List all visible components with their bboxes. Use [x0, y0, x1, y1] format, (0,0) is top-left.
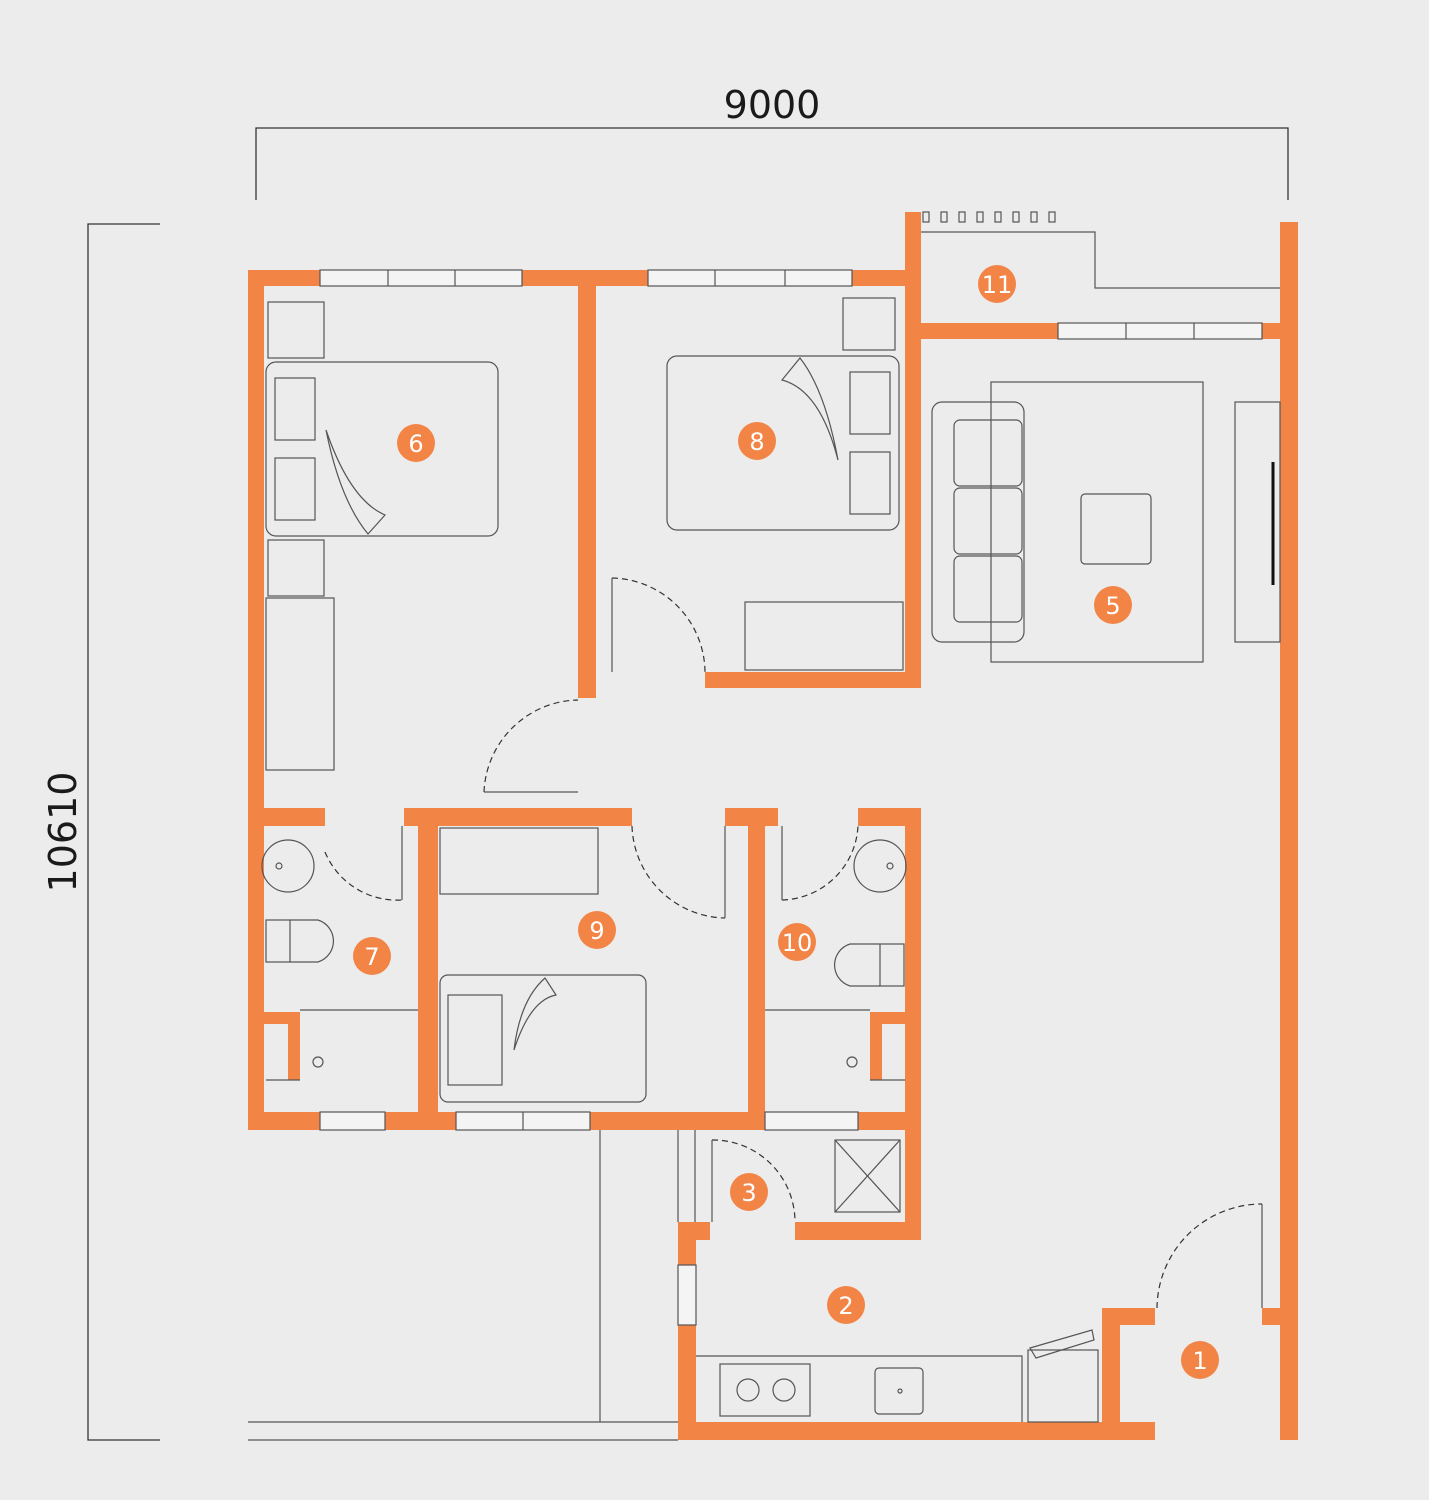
svg-text:10: 10: [782, 929, 813, 957]
utility-room: [677, 1130, 901, 1222]
room-marker-11: 11: [978, 265, 1016, 303]
room-marker-5: 5: [1094, 586, 1132, 624]
doors: [324, 577, 1263, 1309]
living-room-furniture: [931, 381, 1281, 663]
bed-room-9: [439, 827, 647, 1103]
svg-text:5: 5: [1105, 592, 1120, 620]
room-marker-2: 2: [827, 1286, 865, 1324]
windows: [319, 269, 1263, 1326]
walls: [248, 212, 1298, 1440]
bathroom-10: [765, 839, 907, 1081]
room-marker-9: 9: [578, 911, 616, 949]
svg-text:11: 11: [982, 271, 1013, 299]
room-marker-10: 10: [778, 923, 816, 961]
bed-room-8: [666, 297, 904, 671]
svg-text:3: 3: [741, 1179, 756, 1207]
svg-text:2: 2: [838, 1292, 853, 1320]
svg-text:7: 7: [364, 943, 379, 971]
furniture: [261, 297, 1281, 1423]
room-marker-3: 3: [730, 1173, 768, 1211]
room-marker-6: 6: [397, 424, 435, 462]
bed-room-6: [265, 301, 499, 771]
room-marker-7: 7: [353, 937, 391, 975]
balcony-railing: [921, 211, 1280, 289]
width-dimension: 9000: [255, 83, 1289, 200]
svg-text:1: 1: [1192, 1347, 1207, 1375]
height-label: 10610: [41, 772, 85, 893]
svg-text:9: 9: [589, 917, 604, 945]
bathroom-7: [261, 839, 418, 1081]
svg-text:6: 6: [408, 430, 423, 458]
room-marker-1: 1: [1181, 1341, 1219, 1379]
kitchen-counter: [696, 1329, 1099, 1423]
height-dimension: 10610: [41, 223, 678, 1441]
svg-text:8: 8: [749, 428, 764, 456]
room-marker-8: 8: [738, 422, 776, 460]
width-label: 9000: [724, 83, 821, 127]
